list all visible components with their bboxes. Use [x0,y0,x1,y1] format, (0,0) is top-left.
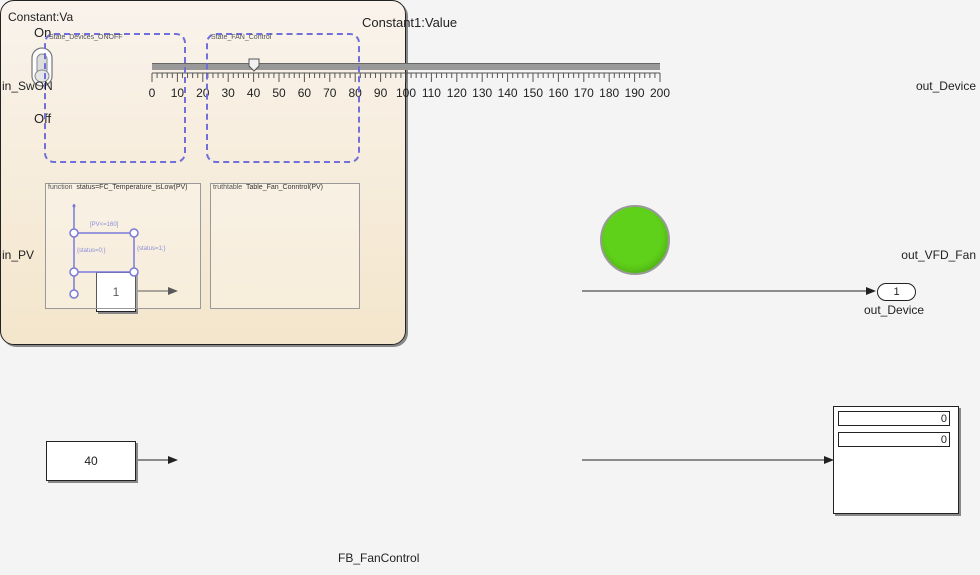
slider-tick-label: 200 [649,86,671,100]
in-port-pv: in_PV [2,248,35,262]
slider-tick-label: 130 [472,86,493,100]
function-box[interactable]: function status=FC_Temperature_isLow(PV)… [45,183,201,309]
slider-tick-label: 160 [548,86,569,100]
chart-block[interactable]: State_Devices_ONOFF State_FAN_Control fu… [0,0,976,345]
lamp-indicator[interactable] [600,205,670,275]
constant-block-1-value: 1 [112,285,120,299]
slider-tick-label: 10 [170,86,185,100]
slider-tick-label: 170 [573,86,594,100]
truthtable-signature: Table_Fan_Conntrol(PV) [245,184,323,191]
transition-label: [PV<=160] [90,222,119,228]
slider-tick-label: 150 [522,86,544,100]
display-value-1: 0 [838,411,950,426]
function-signature: status=FC_Temperature_isLow(PV) [76,184,188,191]
state-fan-control[interactable]: State_FAN_Control [206,33,360,163]
outport-block[interactable]: 1 [877,283,916,301]
slider-tick-label: 70 [323,86,337,100]
state-title: State_FAN_Control [211,34,272,41]
slider-tick-label: 60 [297,86,312,100]
slider-tick-label: 180 [599,86,620,100]
display-block[interactable]: 0 0 [833,406,959,514]
slider-tick-label: 90 [373,86,388,100]
toggle-title: Constant:Va [8,10,74,24]
display-value-2: 0 [838,432,950,447]
state-devices-onoff[interactable]: State_Devices_ONOFF [44,33,186,163]
function-box-title: function status=FC_Temperature_isLow(PV) [48,184,188,191]
slider-tick-label: 140 [497,86,518,100]
function-keyword: function [48,184,73,191]
outport-number: 1 [893,286,900,298]
in-port-swon: in_SwON [2,79,53,93]
chart-block-name: FB_FanControl [338,551,420,565]
slider-tick-label: 40 [246,86,261,100]
slider-tick-label: 0 [148,86,156,100]
slider-tick-label: 190 [624,86,645,100]
slider-track[interactable] [152,63,660,70]
slider-ticks [151,72,661,82]
action-left-label: {status=0;} [77,248,106,254]
constant-block-2-value: 40 [84,454,98,468]
toggle-off-label: Off [34,111,52,126]
slider-thumb[interactable] [248,58,260,72]
action-right-label: {status=1;} [137,246,166,252]
out-port-device: out_Device [915,79,976,93]
flow-graph [69,204,139,299]
slider-tick-label: 30 [221,86,235,100]
truthtable-box[interactable]: truthtable Table_Fan_Conntrol(PV) [210,183,360,309]
truthtable-keyword: truthtable [213,184,243,191]
out-port-vfd-fan: out_VFD_Fan [901,248,976,262]
slider-tick-label: 100 [395,86,417,100]
slider-title: Constant1:Value [362,15,458,30]
state-title: State_Devices_ONOFF [49,34,123,41]
slider-tick-label: 110 [421,86,441,100]
slider-tick-label: 50 [272,86,286,100]
truthtable-box-title: truthtable Table_Fan_Conntrol(PV) [213,184,323,191]
slider-tick-label: 120 [446,86,467,100]
constant-block-1[interactable]: 1 [96,272,136,312]
constant-block-2[interactable]: 40 [46,441,136,481]
outport-name: out_Device [864,303,925,317]
